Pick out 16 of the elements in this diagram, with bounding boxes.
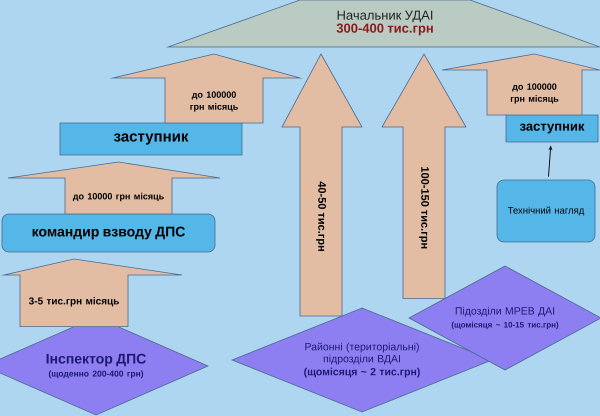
edge-label: до 100000 грн місяць xyxy=(190,91,238,112)
block-arrow xyxy=(0,258,182,327)
edge-label: 3-5 тис.грн місяць xyxy=(28,297,119,306)
block-arrow xyxy=(381,53,467,299)
edge-label: до 10000 грн місяць xyxy=(72,192,164,202)
process-box: Технічний нагляд xyxy=(496,180,596,242)
process-box: заступник xyxy=(506,114,598,142)
block-arrow xyxy=(110,54,303,124)
edge-label: до 100000 грн місяць xyxy=(510,83,558,104)
block-arrow xyxy=(8,162,220,214)
process-box: командир взводу ДПС xyxy=(2,214,216,252)
edge-label: 40-50 тис.грн xyxy=(316,181,326,251)
block-arrow xyxy=(281,53,363,316)
edge-label: 100-150 тис.грн xyxy=(419,167,429,248)
block-arrow xyxy=(442,54,600,116)
process-box: заступник xyxy=(60,122,242,156)
